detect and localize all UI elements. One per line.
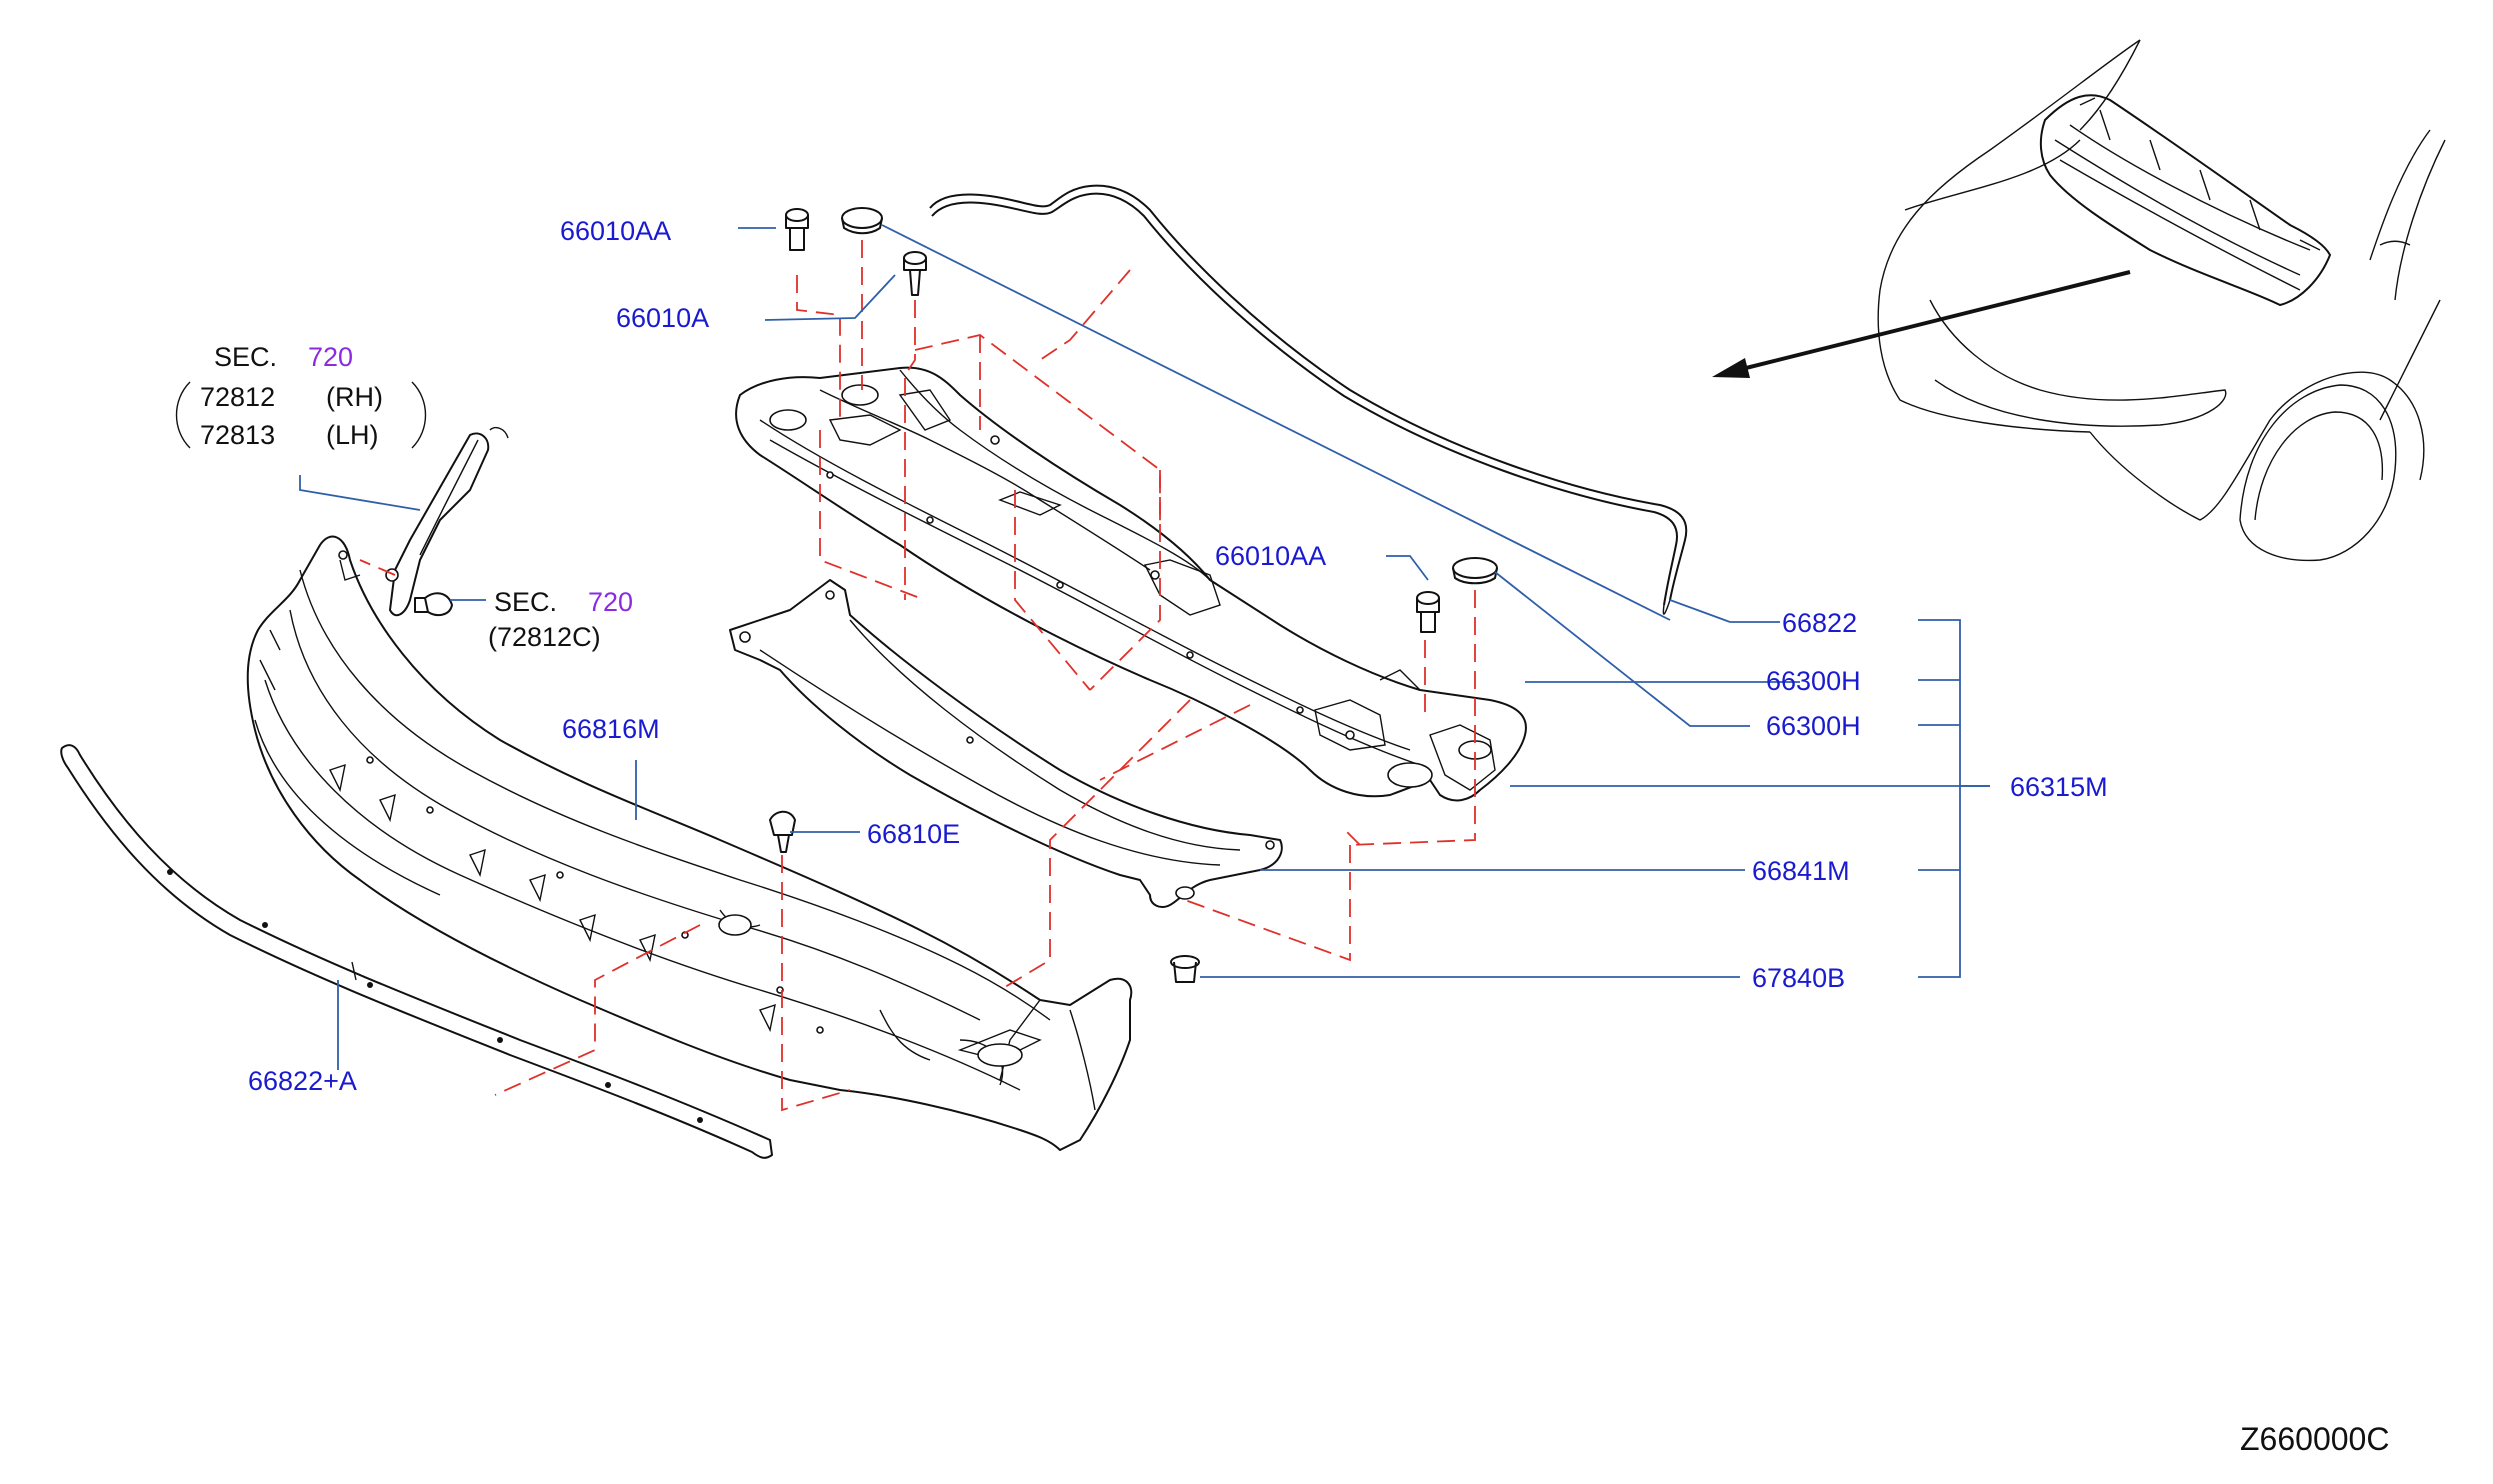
- cowl-reinforcement-66841M: [729, 579, 1283, 908]
- callout-66822A[interactable]: 66822+A: [248, 1066, 357, 1096]
- callout-labels: 66010AA 66010A 66010AA 66822 66300H 6630…: [248, 216, 2108, 1096]
- section-reference-bracket: SEC. 720 72812 (RH) 72813 (LH): [175, 342, 427, 450]
- callout-66010A[interactable]: 66010A: [616, 303, 709, 333]
- grommet-66300H-top: [841, 207, 883, 235]
- callout-66315M[interactable]: 66315M: [2010, 772, 2108, 802]
- rubber-seal-66822: [929, 184, 1688, 615]
- bolt-66010AA-right: [1416, 591, 1440, 633]
- diagram-code: Z660000C: [2240, 1421, 2389, 1457]
- sec-label: SEC.: [214, 342, 277, 372]
- grommet-66300H-right: [1452, 557, 1498, 585]
- upper-cowl-panel: [735, 366, 1527, 802]
- callout-66822[interactable]: 66822: [1782, 608, 1857, 638]
- bolt-66010AA-top: [785, 208, 809, 251]
- sec-part-rh-side: (RH): [326, 382, 383, 412]
- vehicle-locator-illustration: [1712, 39, 2446, 562]
- fasteners: [414, 207, 1498, 983]
- callout-66010AA-right[interactable]: 66010AA: [1215, 541, 1326, 571]
- callout-66810E[interactable]: 66810E: [867, 819, 960, 849]
- callout-66010AA-top[interactable]: 66010AA: [560, 216, 671, 246]
- sec2-number-link[interactable]: 720: [588, 587, 633, 617]
- cowl-top-66816M: [246, 535, 1133, 1151]
- callout-66300H-1[interactable]: 66300H: [1766, 666, 1861, 696]
- leader-lines: [299, 224, 1990, 1070]
- callout-66841M[interactable]: 66841M: [1752, 856, 1850, 886]
- sec-part-lh-number: 72813: [200, 420, 275, 450]
- sec-part-lh-side: (LH): [326, 420, 379, 450]
- sec-number-link[interactable]: 720: [308, 342, 353, 372]
- section-reference-clip: SEC. 720 (72812C): [488, 587, 633, 652]
- clip-72812C: [414, 592, 453, 617]
- cowl-side-bracket: [385, 426, 509, 617]
- callout-66816M[interactable]: 66816M: [562, 714, 660, 744]
- screw-66010A: [903, 251, 927, 296]
- dashed-assembly-guides: [359, 240, 1476, 1112]
- callout-67840B[interactable]: 67840B: [1752, 963, 1845, 993]
- sec-part-rh-number: 72812: [200, 382, 275, 412]
- nut-67840B: [1170, 955, 1200, 983]
- callout-66300H-2[interactable]: 66300H: [1766, 711, 1861, 741]
- sec2-label: SEC.: [494, 587, 557, 617]
- sec2-part: (72812C): [488, 622, 601, 652]
- strip-seal-66822A: [60, 744, 773, 1159]
